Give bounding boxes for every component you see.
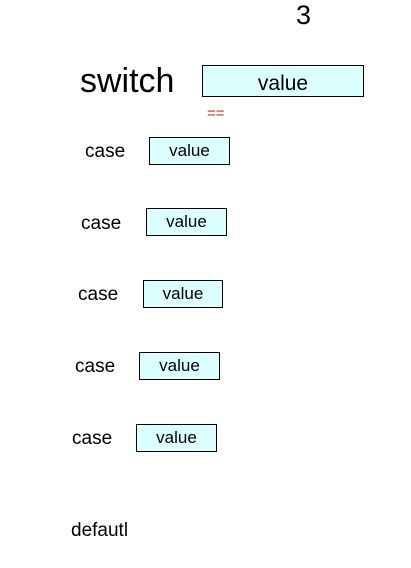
case-keyword: case — [75, 356, 116, 377]
case-keyword: case — [72, 428, 113, 449]
page-number: 3 — [296, 0, 312, 30]
case-keyword: case — [85, 141, 126, 162]
case-value-box: value — [143, 280, 223, 308]
switch-keyword: switch — [80, 62, 175, 100]
case-keyword: case — [81, 213, 122, 234]
case-value-box: value — [136, 424, 217, 452]
switch-value-box: value — [202, 65, 364, 97]
case-value-box: value — [149, 137, 230, 165]
default-keyword: defautl — [71, 520, 129, 541]
equality-operator: == — [207, 105, 225, 122]
case-value-box: value — [146, 208, 227, 236]
case-value-box: value — [139, 352, 220, 380]
case-keyword: case — [78, 284, 119, 305]
